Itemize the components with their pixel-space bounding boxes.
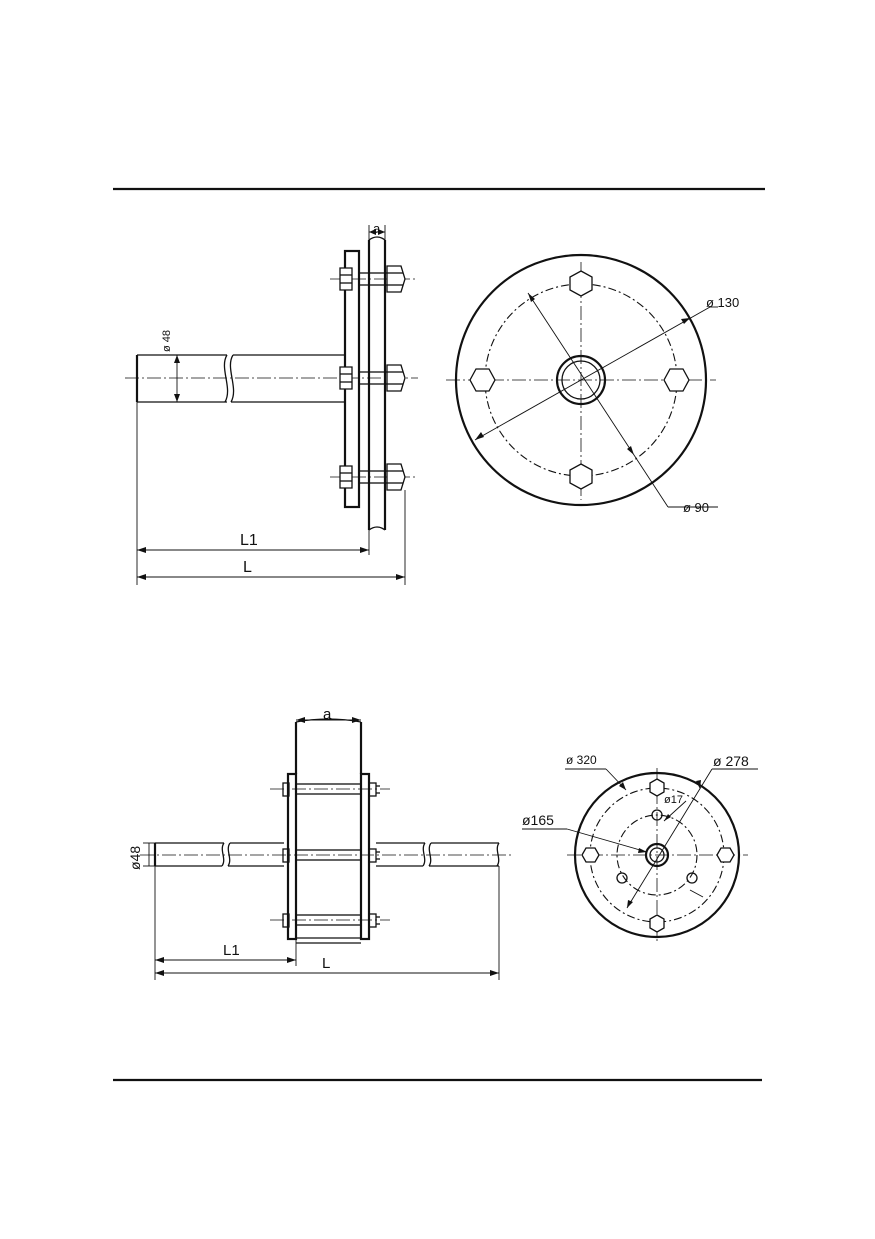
bolt-hex-right [663,368,690,392]
pipe [125,354,418,403]
bolt-bottom [330,463,418,491]
dim-hole-label: ø17 [664,794,683,806]
top-side-view: a ø 48 L1 L [125,221,418,585]
top-front-view: ø 130 ø 90 [446,253,739,515]
dim-L-label: L [243,559,252,576]
bottom-front-view: ø 320 ø 278 ø17 ø165 [522,753,758,944]
dim-a-label: a [373,221,381,236]
bolt-hex-left [581,847,600,863]
bolt-top [330,265,418,293]
dimension-lines [143,842,500,980]
inner-hole-left [616,872,628,884]
dim-pipe-diameter-label: ø 48 [161,330,173,352]
dim-outer-label: ø 320 [566,753,597,767]
bolt-top [270,782,390,797]
dim-bolt-circle-label: ø 130 [706,295,739,310]
inner-hole-right [686,872,698,884]
bottom-side-view: a ø48 L1 L [127,706,512,980]
bolt-hex-top [569,270,593,297]
bolt-hex-right [716,847,735,863]
dim-pipe-diameter-label: ø48 [127,846,143,870]
bolt-hex-left [469,368,496,392]
pipe [140,842,512,867]
bolt-hex-bottom [649,914,665,933]
dim-a-label: a [323,706,332,723]
bolt-middle [282,848,380,863]
flange-pair [286,717,371,944]
dim-bore-label: ø 90 [683,500,709,515]
inner-hole-top [651,809,663,821]
bolt-bottom [270,913,390,928]
bolt-hex-bottom [569,463,593,490]
dim-inner-circle-label: ø165 [522,812,554,828]
dim-L1-label: L1 [223,942,240,959]
dim-bolt-circle-label: ø 278 [713,753,749,769]
dimension-lines [136,402,406,585]
bolt-middle [339,364,406,392]
dim-L1-label: L1 [240,532,258,549]
bolt-hex-top [649,778,665,797]
dim-L-label: L [322,955,330,972]
